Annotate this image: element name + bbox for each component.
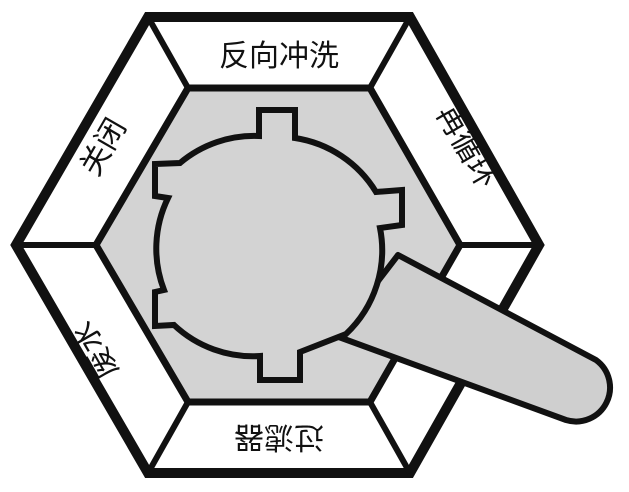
selector-gear [152,107,405,383]
valve-handle [333,252,613,425]
label-top: 反向冲洗 [219,39,339,74]
ring-dividers [16,15,539,475]
label-bottom: 过滤器 [234,419,324,454]
